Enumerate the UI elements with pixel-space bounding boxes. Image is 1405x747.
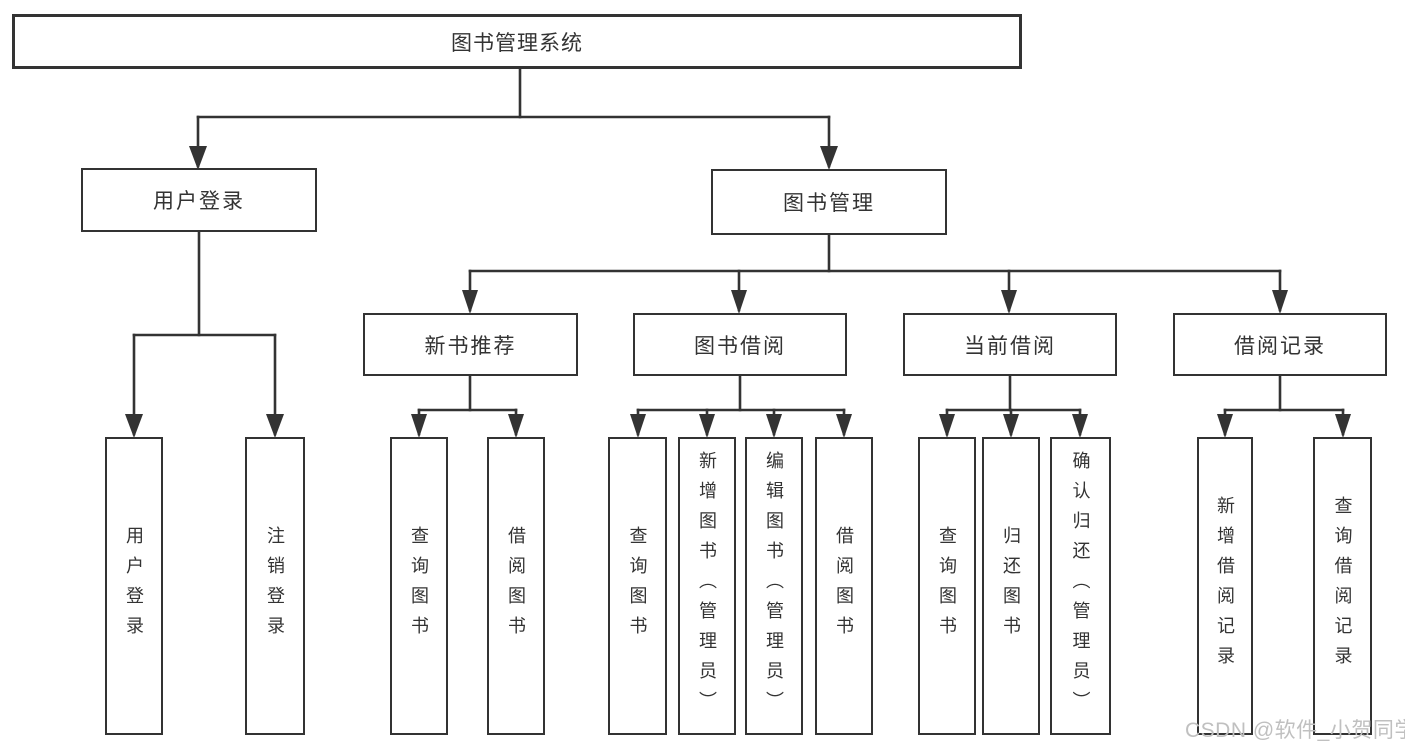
node-book-borrowing: 图书借阅	[633, 313, 847, 376]
node-label: 借阅图书	[834, 526, 854, 646]
connector-book-borrow-branch	[630, 373, 852, 438]
node-label: 编辑图书（管理员）	[764, 451, 784, 721]
node-leaf-query-books-3: 查询图书	[918, 437, 976, 735]
node-leaf-confirm-return-admin: 确认归还（管理员）	[1050, 437, 1111, 735]
node-label: 用户登录	[124, 526, 144, 646]
node-label: 图书管理	[783, 192, 875, 215]
watermark: CSDN @软件_小贺同学	[1185, 719, 1405, 742]
node-user-login: 用户登录	[81, 168, 317, 232]
node-label: 确认归还（管理员）	[1070, 451, 1091, 721]
node-leaf-borrow-books-2: 借阅图书	[815, 437, 873, 735]
node-label: 注销登录	[265, 526, 285, 646]
node-borrowing-records: 借阅记录	[1173, 313, 1387, 376]
connector-borrow-records-branch	[1217, 373, 1351, 438]
node-label: 归还图书	[1001, 526, 1021, 646]
node-label: 新书推荐	[424, 334, 517, 358]
node-leaf-borrow-books-1: 借阅图书	[487, 437, 545, 735]
node-label: 查询图书	[409, 526, 429, 646]
node-label: 图书借阅	[694, 334, 786, 358]
node-new-book-recommend: 新书推荐	[363, 313, 578, 376]
node-label: 用户登录	[153, 190, 245, 213]
node-leaf-logout: 注销登录	[245, 437, 305, 735]
node-leaf-query-borrow-record: 查询借阅记录	[1313, 437, 1372, 735]
connector-user-login-branch	[125, 229, 284, 438]
node-label: 图书管理系统	[451, 31, 583, 55]
node-book-management: 图书管理	[711, 169, 947, 235]
node-leaf-return-books: 归还图书	[982, 437, 1040, 735]
node-leaf-add-borrow-record: 新增借阅记录	[1197, 437, 1253, 735]
node-leaf-query-books-1: 查询图书	[390, 437, 448, 735]
node-leaf-edit-books-admin: 编辑图书（管理员）	[745, 437, 803, 735]
node-label: 查询借阅记录	[1332, 496, 1353, 676]
node-label: 新增图书（管理员）	[697, 451, 717, 721]
node-leaf-user-login: 用户登录	[105, 437, 163, 735]
node-leaf-add-books-admin: 新增图书（管理员）	[678, 437, 736, 735]
node-label: 查询图书	[627, 526, 648, 646]
node-leaf-query-books-2: 查询图书	[608, 437, 667, 735]
connector-current-borrow-branch	[939, 373, 1088, 438]
node-root-library-management-system: 图书管理系统	[12, 14, 1022, 69]
node-label: 借阅图书	[506, 526, 526, 646]
node-label: 新增借阅记录	[1215, 496, 1235, 676]
connector-book-mgmt-branch	[462, 232, 1288, 314]
node-label: 查询图书	[937, 526, 957, 646]
node-label: 借阅记录	[1234, 334, 1326, 358]
node-current-borrowing: 当前借阅	[903, 313, 1117, 376]
connector-new-book-rec-branch	[411, 373, 524, 438]
node-label: 当前借阅	[964, 334, 1056, 358]
connector-root-to-level2	[189, 65, 838, 170]
